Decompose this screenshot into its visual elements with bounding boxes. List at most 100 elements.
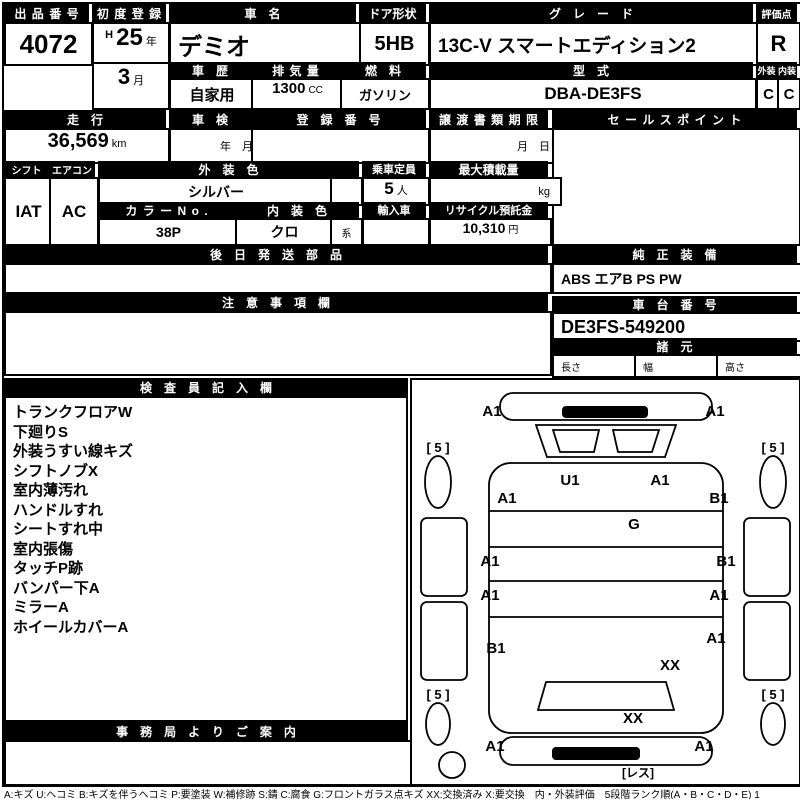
model-code-label: 型式 — [429, 62, 753, 78]
score-label: 評価点 — [756, 4, 797, 22]
fuel-value: ガソリン — [340, 78, 430, 110]
auction-no-label: 出品番号 — [4, 4, 89, 22]
mileage-value: 36,569 — [47, 130, 109, 152]
exterior-color-label: 外装色 — [98, 161, 359, 177]
inspector-note: シフトノブX — [13, 462, 99, 480]
car-name-value: デミオ — [169, 22, 367, 66]
capacity-cell: 5 人 — [362, 177, 430, 206]
transfer-docs-value: 月 日 — [429, 128, 562, 164]
damage-mark: A1 — [480, 553, 499, 570]
grade-value: 13C-V スマートエディション2 — [429, 22, 764, 66]
inspector-note: トランクフロアW — [13, 404, 133, 421]
transfer-docs-label: 譲渡書類期限 — [429, 110, 548, 128]
interior-grade-value: C — [777, 78, 800, 110]
history-label: 車歴 — [169, 62, 251, 78]
auction-no-value: 4072 — [4, 22, 93, 66]
office-info-area — [4, 740, 412, 786]
era-letter: H — [105, 29, 114, 41]
inspector-note: ホイールカバーA — [13, 618, 129, 636]
inspector-label: 検査員記入欄 — [4, 378, 408, 396]
recycle-deposit-amount: 10,310 — [462, 220, 506, 236]
later-parts-label: 後日発送部品 — [4, 245, 548, 263]
displacement-label: 排気量 — [251, 62, 340, 78]
import-label: 輸入車 — [362, 202, 426, 218]
chassis-no-value: DE3FS-549200 — [552, 312, 800, 342]
grade-label: グレード — [429, 4, 753, 22]
damage-mark: A1 — [485, 738, 504, 755]
damage-mark: XX — [623, 710, 643, 727]
later-parts-area — [4, 263, 552, 294]
spec-length-cell: 長さ — [552, 354, 645, 378]
shift-label: シフト — [4, 161, 49, 177]
capacity-unit: 人 — [396, 185, 408, 197]
interior-color-suffix: 系 — [330, 218, 363, 246]
inspector-note: 下廻りS — [13, 423, 69, 441]
recycle-deposit-label: リサイクル預託金 — [429, 202, 548, 218]
damage-mark: G — [628, 516, 640, 533]
exterior-color-value: シルバー — [98, 177, 334, 206]
history-value: 自家用 — [169, 78, 255, 110]
genuine-equipment-value: ABS エアB PS PW — [552, 263, 800, 294]
aircon-value: AC — [49, 177, 99, 246]
recycle-deposit-cell: 10,310 円 — [429, 218, 552, 246]
first-registration-month-cell: 3 月 — [92, 62, 170, 110]
tire-mark: [ 5 ] — [761, 440, 784, 455]
aircon-label: エアコン — [49, 161, 95, 177]
interior-color-label: 内装色 — [235, 202, 359, 218]
legend-text: A:キズ U:ヘコミ B:キズを伴うヘコミ P:要塗装 W:補修跡 S:錆 C:… — [4, 790, 760, 799]
mileage-label: 走行 — [4, 110, 166, 128]
car-name-label: 車名 — [169, 4, 356, 22]
inspector-note: 室内張傷 — [13, 540, 74, 558]
mileage-unit: km — [111, 138, 127, 150]
damage-mark: XX — [660, 657, 680, 674]
inspector-notes-area: トランクフロアW 下廻りS 外装うすい線キズ シフトノブX 室内薄汚れ ハンドル… — [4, 396, 408, 722]
damage-mark: A1 — [482, 403, 501, 420]
inspector-note: ミラーA — [13, 599, 69, 616]
first-registration-label: 初度登録 — [92, 4, 166, 22]
sales-point-area — [552, 128, 800, 246]
interior-grade-label: 内装 — [777, 62, 797, 78]
max-load-value: kg — [429, 177, 562, 206]
inspector-note: シートすれ中 — [13, 521, 104, 538]
damage-mark: A1 — [480, 587, 499, 604]
damage-mark: B1 — [486, 640, 505, 657]
fuel-label: 燃料 — [340, 62, 426, 78]
first-registration-year: 25 — [116, 24, 143, 51]
import-value — [362, 218, 430, 246]
score-value: R — [756, 22, 800, 66]
inspector-note: 外装うすい線キズ — [13, 443, 134, 460]
exterior-grade-label: 外装 — [756, 62, 777, 78]
car-damage-diagram: A1 A1 [ 5 ] [ 5 ] U1 A1 A1 B1 G A1 B1 A1… — [410, 378, 800, 786]
damage-mark: U1 — [560, 472, 579, 489]
damage-mark: A1 — [650, 472, 669, 489]
sales-point-label: セールスポイント — [552, 110, 797, 128]
caution-area — [4, 311, 552, 376]
tire-mark: [ 5 ] — [426, 687, 449, 702]
spare-tire-mark: [レス] — [622, 766, 654, 780]
office-info-label: 事務局よりご案内 — [4, 722, 408, 740]
inspector-note: 室内薄汚れ — [13, 482, 89, 499]
damage-mark: A1 — [709, 587, 728, 604]
damage-mark: B1 — [716, 553, 735, 570]
displacement-cell: 1300 CC — [251, 78, 344, 110]
registration-no-value — [251, 128, 430, 164]
first-registration-year-cell: H 25 年 — [92, 22, 170, 66]
inspector-note: タッチP跡 — [13, 560, 84, 577]
spec-width-cell: 幅 — [634, 354, 727, 378]
spec-label: 諸元 — [552, 338, 797, 354]
door-shape-value: 5HB — [359, 22, 430, 66]
max-load-label: 最大積載量 — [429, 161, 548, 177]
tire-mark: [ 5 ] — [761, 687, 784, 702]
inspector-note: ハンドルすれ — [13, 501, 104, 519]
car-outline — [420, 392, 791, 779]
genuine-equipment-label: 純正装備 — [552, 245, 797, 263]
damage-marks: A1 A1 [ 5 ] [ 5 ] U1 A1 A1 B1 G A1 B1 A1… — [426, 403, 784, 780]
damage-mark: A1 — [497, 490, 516, 507]
damage-mark: A1 — [705, 403, 724, 420]
damage-mark: A1 — [694, 738, 713, 755]
color-no-label: カラーNo. — [98, 202, 235, 218]
capacity-label: 乗車定員 — [362, 161, 426, 177]
inspection-value: 年 月 — [169, 128, 265, 164]
chassis-no-label: 車台番号 — [552, 296, 797, 312]
capacity-value: 5 — [384, 179, 394, 198]
